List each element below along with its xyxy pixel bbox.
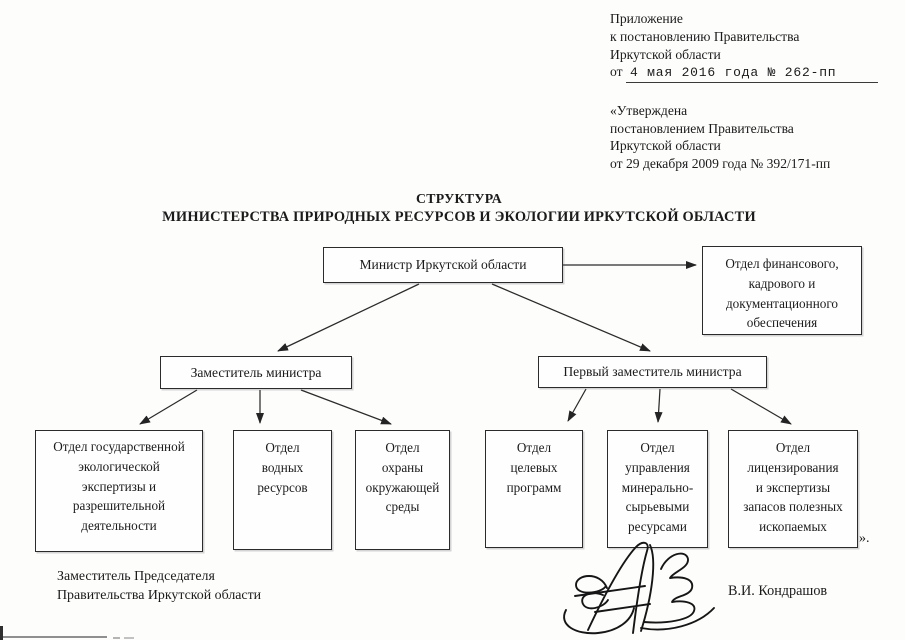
signatory-position: Заместитель Председателя Правительства И… [57, 569, 262, 603]
connector-deputy-to-environment [300, 389, 392, 425]
node-deputy-minister: Заместитель министра [160, 356, 352, 389]
node-first-deputy-minister: Первый заместитель министра [538, 356, 767, 388]
node-water-dept: Отдел водных ресурсов [233, 430, 332, 550]
document-title: СТРУКТУРА МИНИСТЕРСТВА ПРИРОДНЫХ РЕСУРСО… [0, 191, 905, 226]
typed-date-underlined: 4 мая 2016 года № 262-пп [625, 65, 879, 83]
scan-artifact-dash [113, 637, 120, 639]
approval-header: «Утверждена постановлением Правительства… [610, 103, 831, 171]
title-line-1: СТРУКТУРА [415, 191, 503, 206]
connector-first-deputy-to-licensing [730, 388, 792, 425]
node-finance-dept: Отдел финансового, кадрового и документа… [702, 246, 862, 335]
node-programs-dept: Отдел целевых программ [485, 430, 583, 548]
connector-first-deputy-to-mineral [654, 388, 663, 423]
node-environment-dept: Отдел охраны окружающей среды [355, 430, 450, 550]
scan-artifact-dash [124, 637, 134, 639]
connector-first-deputy-to-programs [567, 388, 587, 422]
scan-artifact-line [3, 636, 107, 638]
connector-deputy-to-expertise [139, 389, 198, 425]
node-licensing-dept: Отдел лицензирования и экспертизы запасо… [728, 430, 858, 548]
title-line-2: МИНИСТЕРСТВА ПРИРОДНЫХ РЕСУРСОВ И ЭКОЛОГ… [162, 209, 756, 225]
appendix-date-row: от 4 мая 2016 года № 262-пп [610, 64, 879, 83]
connector-minister-to-first-deputy [491, 283, 651, 352]
connector-minister-to-deputy [277, 283, 420, 352]
date-prefix: от [610, 64, 623, 79]
node-minister: Министр Иркутской области [323, 247, 563, 283]
scan-artifact-tick [0, 626, 3, 640]
appendix-header: Приложение к постановлению Правительства… [610, 11, 800, 62]
node-expertise-dept: Отдел государственной экологической эксп… [35, 430, 203, 552]
handwritten-signature [563, 541, 715, 635]
signatory-name: В.И. Кондрашов [728, 583, 828, 599]
node-mineral-dept: Отдел управления минерально- сырьевыми р… [607, 430, 708, 548]
closing-quote-mark: ». [859, 531, 870, 546]
